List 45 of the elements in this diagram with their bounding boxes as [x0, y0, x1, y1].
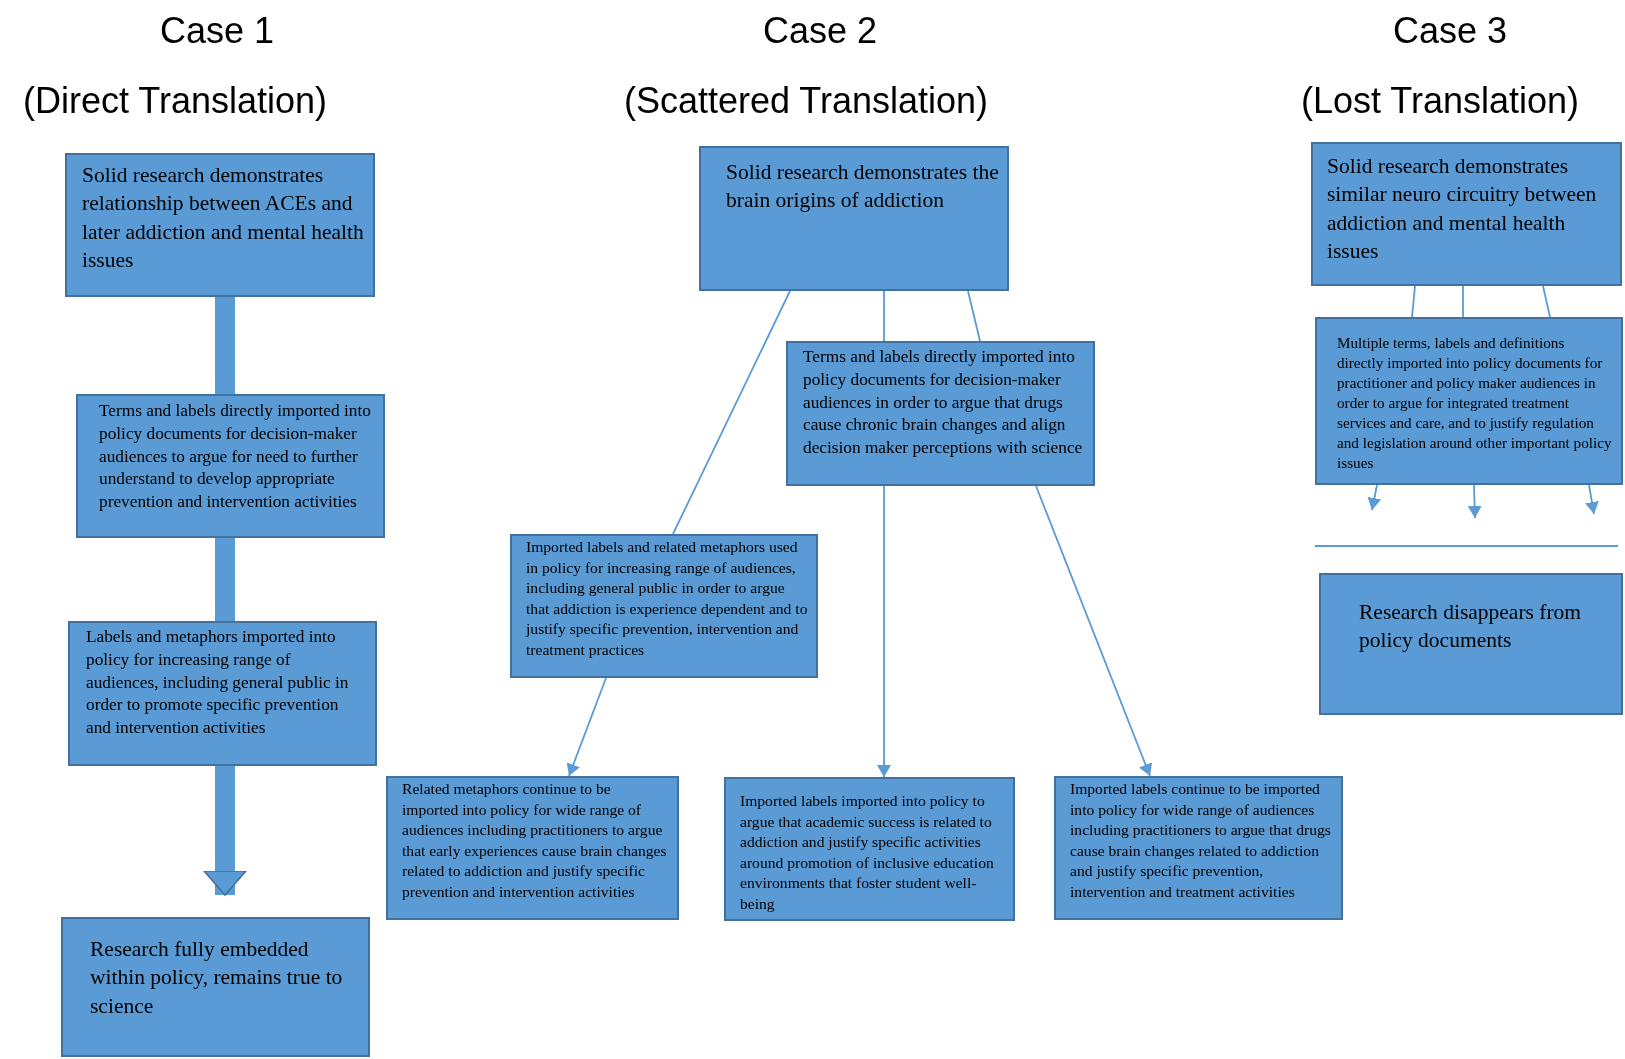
arrow [1035, 485, 1153, 777]
process-box [68, 621, 377, 766]
column-heading: Case 1 [159, 9, 275, 53]
process-box [65, 153, 375, 297]
process-box [1311, 142, 1622, 286]
connector-line [883, 290, 885, 342]
box-text: Imported labels continue to be imported into policy for wide range of audiences including practitioners to argue that drugs cause brain changes related to addiction and justify specific prevention, intervention and treatment activities [1070, 779, 1332, 902]
column-heading: (Scattered Translation) [623, 79, 989, 123]
process-box [699, 146, 1009, 291]
connector-line [1542, 285, 1551, 318]
column-heading: Case 2 [762, 9, 878, 53]
connector-line [1411, 285, 1416, 318]
box-text: Multiple terms, labels and definitions directly imported into policy documents for practitioner and policy maker audiences in order to argue for integrated treatment services and care, and to justify regulation and legislation around other important policy issues [1337, 333, 1613, 474]
arrow [1467, 484, 1482, 519]
process-box [1054, 776, 1343, 920]
process-box [786, 341, 1095, 486]
process-box [724, 777, 1015, 921]
block-arrow [203, 766, 247, 896]
box-text: Solid research demonstrates the brain origins of addiction [726, 159, 999, 215]
box-text: Terms and labels directly imported into policy documents for decision-maker audiences to argue for need to further understand to develop appropriate prevention and intervention activities [99, 400, 372, 514]
arrow [566, 677, 607, 777]
process-box [1315, 317, 1623, 485]
connector-line [672, 290, 791, 535]
box-text: Solid research demonstrates relationship between ACEs and later addiction and mental health issues [82, 162, 365, 275]
process-box [386, 776, 679, 920]
arrow [877, 485, 891, 778]
column-heading: Case 3 [1392, 9, 1508, 53]
process-box [510, 534, 818, 678]
column-heading: (Lost Translation) [1300, 79, 1580, 123]
column-heading: (Direct Translation) [22, 79, 328, 123]
process-box [76, 394, 385, 538]
arrow [1585, 484, 1599, 515]
box-text: Related metaphors continue to be imported into policy for wide range of audiences including practitioners to argue that early experiences cause brain changes related to addiction and justify specific prevention and intervention activities [402, 779, 668, 902]
box-text: Labels and metaphors imported into policy for increasing range of audiences, including general public in order to promote specific prevention and intervention activities [86, 626, 350, 740]
box-text: Imported labels and related metaphors used in policy for increasing range of audiences, including general public in order to argue that addiction is experience dependent and to justify specific prevention, intervention and treatment practices [526, 537, 808, 660]
arrow [1367, 484, 1382, 511]
connector-line [967, 290, 981, 342]
box-text: Solid research demonstrates similar neuro circuitry between addiction and mental health issues [1327, 153, 1598, 266]
box-text: Imported labels imported into policy to argue that academic success is related to addiction and justify specific activities around promotion of inclusive education environments that foster student well-being [740, 791, 995, 914]
connector-line [1462, 285, 1464, 318]
box-text: Terms and labels directly imported into policy documents for decision-maker audiences in order to argue that drugs cause chronic brain changes and align decision maker perceptions with science [803, 346, 1084, 460]
box-text: Research disappears from policy documents [1359, 599, 1583, 655]
process-box [61, 917, 370, 1057]
process-box [1319, 573, 1623, 715]
box-text: Research fully embedded within policy, remains true to science [90, 936, 344, 1020]
